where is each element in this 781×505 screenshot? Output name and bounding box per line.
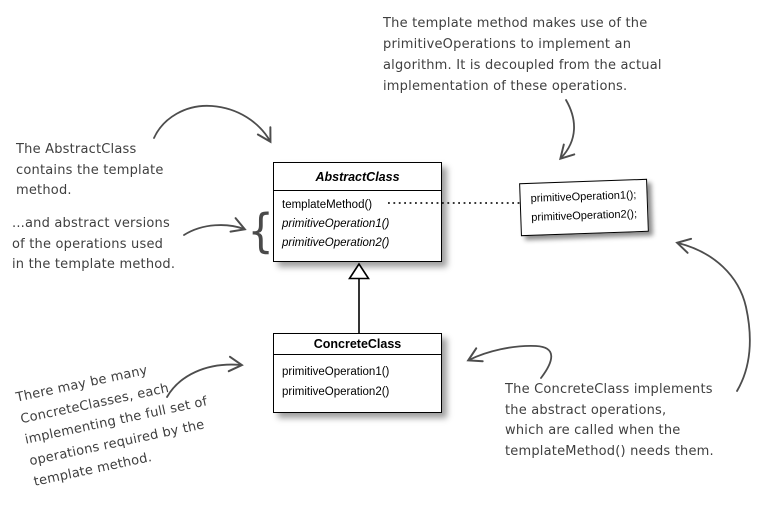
- uml-class-abstractclass: AbstractClass templateMethod() primitive…: [273, 162, 442, 262]
- method-primitiveoperation1: primitiveOperation1(): [282, 218, 390, 230]
- arrow-to-concreteclass-right: [466, 345, 553, 379]
- code-line: primitiveOperation2();: [531, 208, 638, 224]
- concreteclass-title: ConcreteClass: [274, 334, 441, 355]
- code-note-box: primitiveOperation1(); primitiveOperatio…: [519, 178, 649, 237]
- generalization-connector: [348, 262, 370, 334]
- uml-class-concreteclass: ConcreteClass primitiveOperation1() prim…: [273, 333, 442, 413]
- method-primitiveoperation2: primitiveOperation2(): [282, 237, 390, 249]
- method-primitiveoperation2: primitiveOperation2(): [282, 386, 390, 398]
- abstractclass-methods: templateMethod() primitiveOperation1() p…: [274, 191, 441, 261]
- curly-brace: {: [247, 204, 274, 258]
- note-abstract-operations: ...and abstract versions of the operatio…: [12, 216, 176, 272]
- note-template-method: The template method makes use of the pri…: [383, 16, 662, 94]
- note-many-concrete-classes: There may be many ConcreteClasses, each …: [14, 363, 209, 490]
- concreteclass-methods: primitiveOperation1() primitiveOperation…: [274, 355, 441, 412]
- abstractclass-title: AbstractClass: [274, 163, 441, 191]
- arrow-to-abstract-operations: [183, 217, 247, 236]
- arrow-code-box-from-note: [675, 237, 751, 392]
- arrow-to-code-box: [559, 99, 576, 161]
- arrow-to-abstractclass: [153, 105, 272, 144]
- method-primitiveoperation1: primitiveOperation1(): [282, 366, 390, 378]
- note-concrete-implements: The ConcreteClass implements the abstrac…: [505, 382, 714, 459]
- note-abstract-class: The AbstractClass contains the template …: [16, 142, 164, 198]
- method-templatemethod: templateMethod(): [282, 199, 373, 211]
